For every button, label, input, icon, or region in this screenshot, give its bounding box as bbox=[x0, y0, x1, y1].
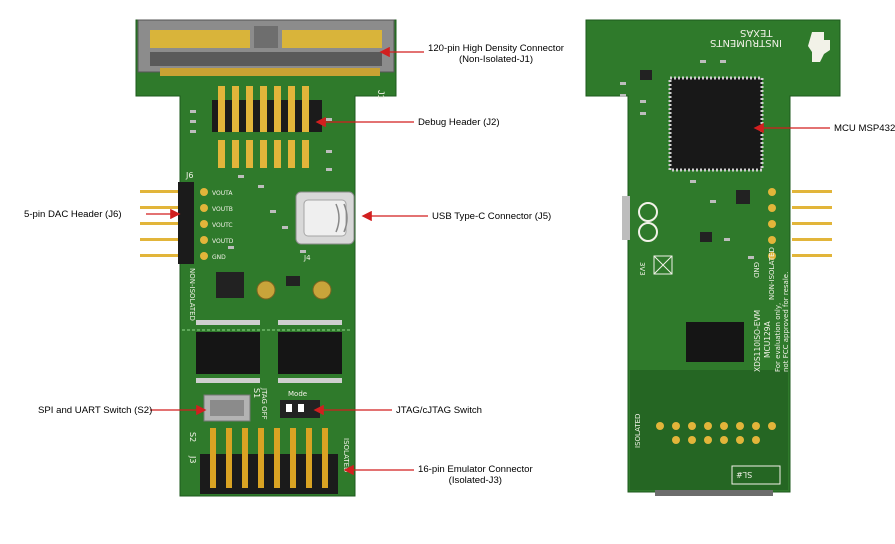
j1-silk: J1 bbox=[376, 90, 386, 100]
isolated-silk-left: ISOLATED bbox=[342, 438, 350, 472]
callout-j3: 16-pin Emulator Connector (Isolated-J3) bbox=[418, 464, 533, 486]
left-pcb bbox=[135, 19, 397, 497]
callout-mcu: MCU MSP432 bbox=[834, 123, 895, 134]
mcu-msp432 bbox=[668, 76, 764, 172]
smd-parts-right bbox=[620, 60, 754, 259]
mode-silk: Mode bbox=[288, 390, 307, 398]
dac-pin-label: VOUTC bbox=[212, 222, 233, 229]
callout-jtag-switch-text: JTAG/cJTAG Switch bbox=[396, 405, 482, 416]
callout-arrows bbox=[146, 46, 830, 476]
usb-c-connector bbox=[295, 191, 355, 245]
v33-silk: 3V3 bbox=[638, 262, 646, 276]
callout-debug-header: Debug Header (J2) bbox=[418, 117, 500, 128]
bottom-pin-pads bbox=[656, 422, 776, 444]
bottom-bracket bbox=[655, 488, 773, 496]
dac-pin-label: GND bbox=[212, 254, 226, 261]
disclaimer-line2: not FCC approved for resale. bbox=[782, 272, 790, 372]
dac-pin-label: VOUTB bbox=[212, 206, 233, 213]
board-rev: MCU129A bbox=[763, 320, 772, 358]
left-ics bbox=[216, 272, 332, 300]
non-isolated-silk-left: NON-ISOLATED bbox=[188, 268, 196, 321]
callout-spi-uart: SPI and UART Switch (S2) bbox=[38, 405, 152, 416]
spi-uart-switch-s2 bbox=[203, 394, 251, 422]
board-name: XDS110ISO-EVM bbox=[753, 310, 762, 372]
isolated-silk-right: ISOLATED bbox=[634, 414, 642, 448]
dac-pin-label: VOUTA bbox=[212, 190, 233, 197]
sl-box bbox=[731, 465, 781, 485]
j3-silk: J3 bbox=[188, 455, 197, 463]
weee-icon bbox=[653, 255, 673, 275]
isolated-region bbox=[630, 370, 788, 490]
dac-header-j6 bbox=[140, 182, 208, 264]
callout-usb-c-text: USB Type-C Connector (J5) bbox=[432, 211, 552, 222]
jtag-switch-s1 bbox=[280, 400, 320, 418]
callout-jtag-switch: JTAG/cJTAG Switch bbox=[396, 405, 482, 416]
ti-brand-line2: INSTRUMENTS bbox=[710, 37, 782, 48]
callout-dac-header: 5-pin DAC Header (J6) bbox=[24, 209, 122, 220]
right-side-pins bbox=[768, 188, 832, 260]
isolator-ic-right bbox=[686, 322, 744, 362]
callout-mcu-text: MCU MSP432 bbox=[834, 123, 895, 134]
usb-c-edge bbox=[622, 196, 630, 240]
sl-silk: SL# bbox=[736, 470, 753, 479]
callout-dac-header-text: 5-pin DAC Header (J6) bbox=[24, 209, 122, 220]
smd-parts-left bbox=[190, 110, 332, 253]
callout-j1: 120-pin High Density Connector (Non-Isol… bbox=[428, 43, 564, 65]
dac-pin-label: VOUTD bbox=[212, 238, 234, 245]
callout-spi-uart-text: SPI and UART Switch (S2) bbox=[38, 405, 153, 416]
gnd-silk-right: GND bbox=[752, 262, 760, 278]
callout-j1-line1: 120-pin High Density Connector bbox=[428, 43, 564, 54]
j6-silk: J6 bbox=[185, 171, 193, 180]
j4-silk: J4 bbox=[303, 254, 311, 262]
s2-silk: S2 bbox=[188, 432, 197, 442]
disclaimer-line1: For evaluation only, bbox=[774, 303, 782, 372]
ti-logo bbox=[808, 32, 830, 62]
callout-usb-c: USB Type-C Connector (J5) bbox=[432, 211, 551, 222]
callout-j1-line2: (Non-Isolated-J1) bbox=[458, 54, 534, 65]
j1-connector bbox=[137, 19, 395, 76]
left-board: J1 bbox=[135, 19, 397, 497]
jtag-off-silk: JTAG OFF bbox=[260, 387, 268, 420]
callout-j3-line2: (Isolated-J3) bbox=[448, 475, 502, 486]
right-board: TEXAS INSTRUMENTS 3V3 GND bbox=[585, 19, 841, 496]
emulator-connector-j3 bbox=[200, 428, 338, 494]
debug-header-j2 bbox=[212, 86, 322, 168]
non-isolated-silk-right: NON-ISOLATED bbox=[768, 247, 776, 300]
ce-mark bbox=[638, 202, 658, 242]
callout-debug-header-text: Debug Header (J2) bbox=[418, 117, 500, 128]
ti-brand-line1: TEXAS bbox=[740, 27, 773, 38]
isolator-ics bbox=[196, 320, 342, 383]
s1-silk: S1 bbox=[252, 388, 261, 398]
callout-j3-line1: 16-pin Emulator Connector bbox=[418, 464, 533, 475]
